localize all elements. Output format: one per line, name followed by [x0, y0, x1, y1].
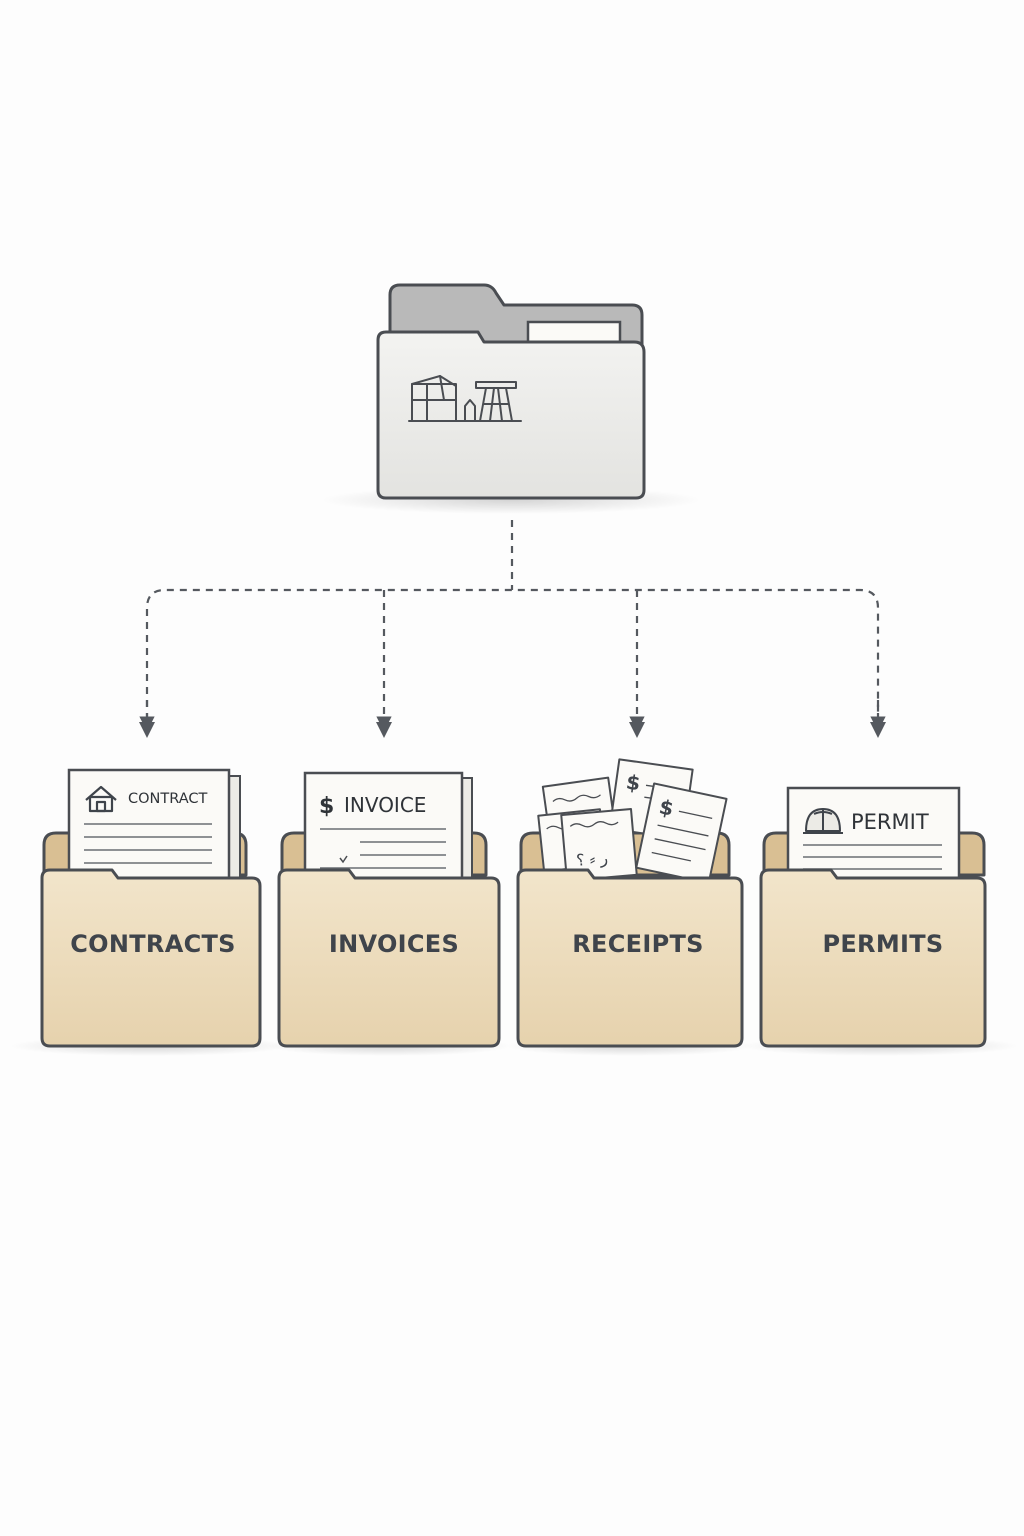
connector-horizontal	[145, 588, 880, 720]
folder-label-invoices: INVOICES	[329, 930, 459, 958]
hard-hat-icon	[803, 808, 843, 834]
folder-permits[interactable]: PERMIT PERMITS	[742, 786, 1018, 1056]
contract-document-title: CONTRACT	[128, 791, 208, 807]
folder-front	[277, 868, 501, 1048]
folder-front	[40, 868, 262, 1048]
invoice-document: $ INVOICE	[303, 771, 473, 882]
permit-document-title: PERMIT	[851, 810, 929, 834]
dollar-sign-icon: $	[625, 770, 642, 796]
root-folder[interactable]	[321, 283, 701, 514]
house-icon	[85, 785, 117, 813]
folder-receipts[interactable]: $ ر ⸗ ؟ $ RECEIPTS	[506, 758, 754, 1056]
arrowhead-permits	[870, 722, 886, 738]
folder-label-contracts: CONTRACTS	[70, 930, 236, 958]
folder-invoices[interactable]: $ INVOICE INVOICES	[267, 771, 511, 1056]
permit-document: PERMIT	[786, 786, 961, 882]
folder-label-permits: PERMITS	[822, 930, 943, 958]
folder-label-receipts: RECEIPTS	[572, 930, 703, 958]
arrowhead-contracts	[139, 722, 155, 738]
arrowhead-receipts	[629, 722, 645, 738]
svg-text:ر ⸗ ؟: ر ⸗ ؟	[575, 848, 608, 871]
arrowheads	[139, 722, 886, 738]
folder-front	[759, 868, 987, 1048]
folder-front	[516, 868, 744, 1048]
arrowhead-invoices	[376, 722, 392, 738]
contract-document: CONTRACT	[67, 768, 241, 882]
invoice-document-title: INVOICE	[344, 793, 426, 817]
receipt: ر ⸗ ؟	[560, 807, 638, 882]
receipt-stack: $ ر ⸗ ؟ $	[537, 758, 728, 885]
dollar-sign-icon: $	[657, 794, 676, 820]
dollar-sign-icon: $	[319, 794, 334, 819]
receipt: $	[635, 782, 728, 885]
construction-site-icon	[408, 375, 522, 422]
connector-lines	[139, 520, 886, 732]
folder-contracts[interactable]: CONTRACT CONTRACTS	[10, 768, 290, 1056]
